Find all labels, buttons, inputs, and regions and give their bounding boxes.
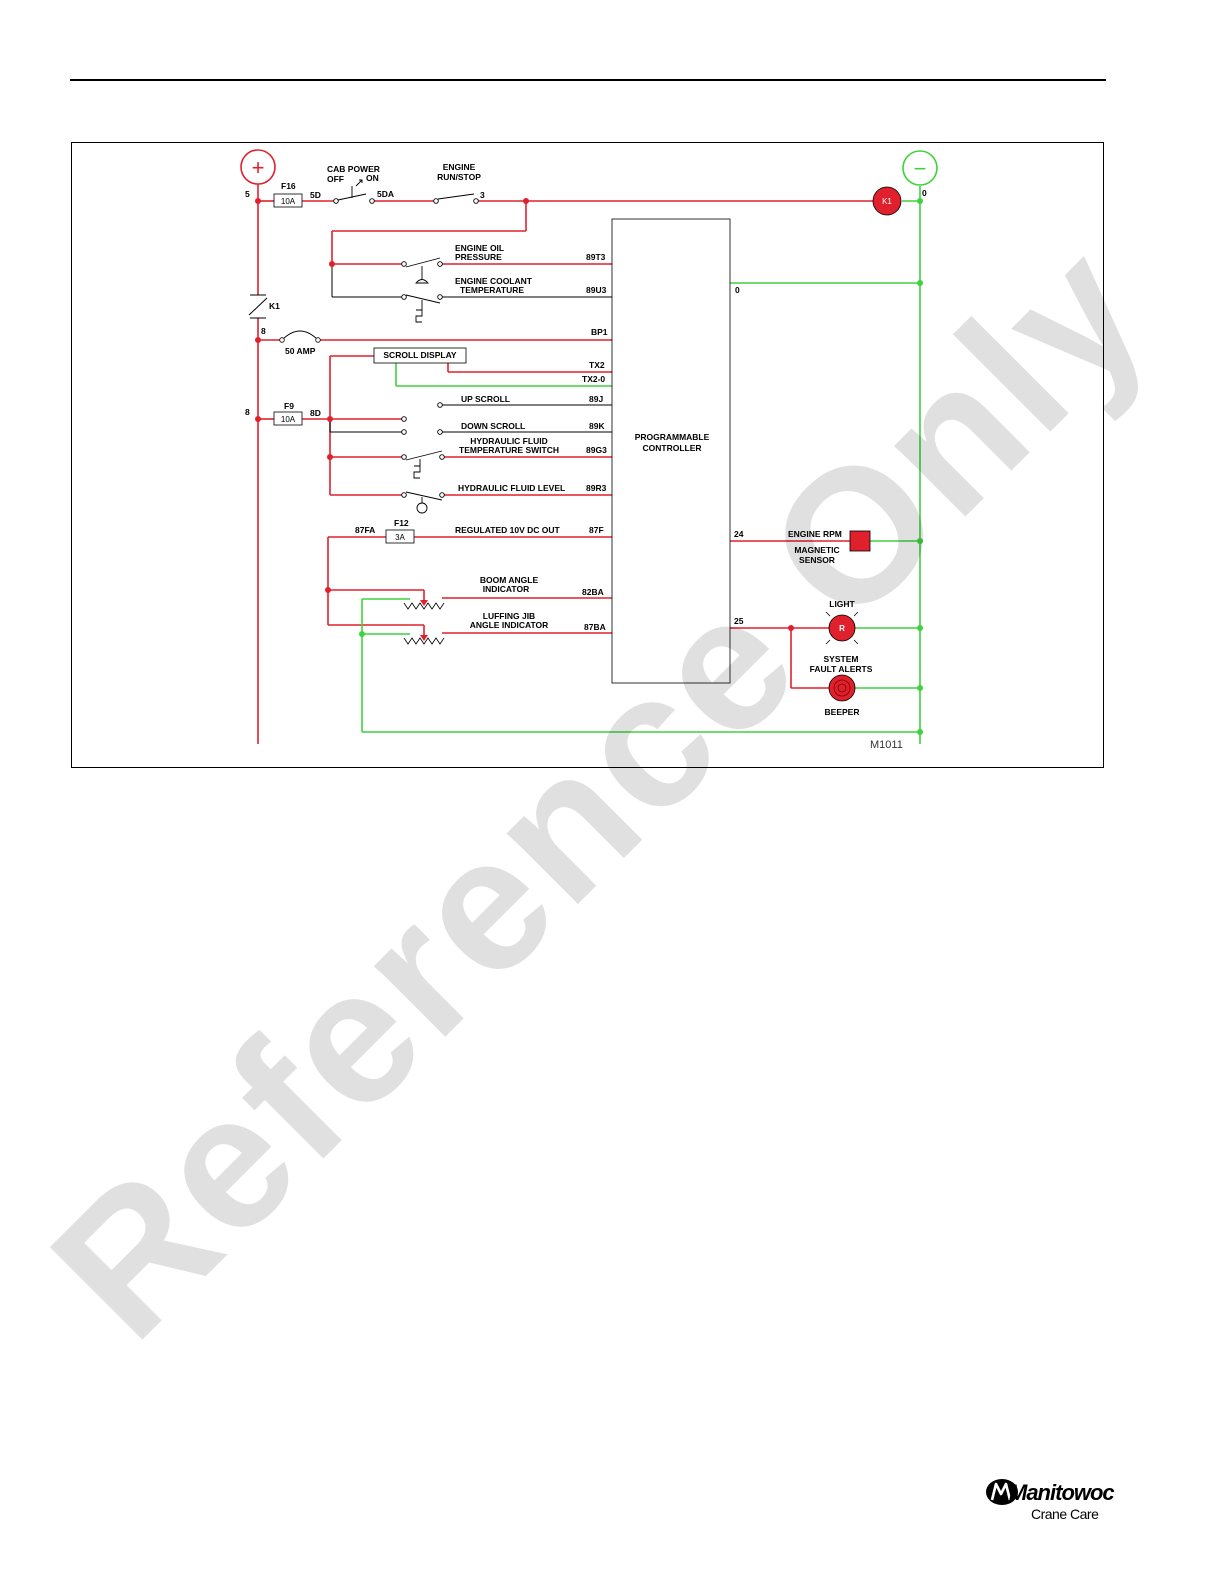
header-rule [70,79,1106,81]
k1-coil-label: K1 [882,197,892,206]
bp1-label: BP1 [591,327,608,337]
wire-24-label: 24 [734,529,744,539]
figure-id: M1011 [870,739,903,751]
oil-pressure-label-2: PRESSURE [455,252,502,262]
magnetic-label: MAGNETIC [794,545,839,555]
scroll-display-label: SCROLL DISPLAY [383,350,457,360]
k1-contact-icon [248,294,268,319]
negative-symbol: − [914,156,927,181]
hyd-temp-label-2: TEMPERATURE SWITCH [459,445,559,455]
scroll-display-box [373,347,467,364]
boom-angle-label-2: INDICATOR [483,584,529,594]
fuse-f9-name: F9 [284,401,294,411]
beeper-label: BEEPER [825,707,860,717]
hyd-level-label: HYDRAULIC FLUID LEVEL [458,483,565,493]
wire-5d-label: 5D [310,190,321,200]
system-label: SYSTEM [824,654,859,664]
up-wire-label: 89J [589,394,603,404]
engine-label: ENGINE [443,162,476,172]
hyd-level-wire-label: 89R3 [586,483,607,493]
positive-supply-icon [240,149,276,185]
ground-supply-icon [902,150,938,186]
beeper-icon [828,674,856,702]
light-letter: R [839,624,845,633]
schematic-labels: 5 F16 10A 5D CAB POWER OFF ON 5DA ENGINE… [245,162,927,751]
controller-label-1: PROGRAMMABLE [635,432,710,442]
wire-0-top-label: 0 [922,188,927,198]
programmable-controller [611,218,731,684]
warning-light-icon [825,611,859,645]
junction-dots [255,198,923,735]
down-wire-label: 89K [589,421,605,431]
tx20-label: TX2-0 [582,374,605,384]
k1-coil-icon [872,186,902,216]
hyd-temp-wire-label: 89G3 [586,445,607,455]
breaker-50amp-icon [281,330,319,341]
fuse-f16-rating: 10A [281,197,296,206]
manitowoc-logo: Manitowoc Crane Care [985,1478,1115,1526]
fuse-f9-rating: 10A [281,415,296,424]
cab-on-label: ON [366,173,379,183]
fault-alerts-label: FAULT ALERTS [810,664,873,674]
controller-label-2: CONTROLLER [642,443,701,453]
logo-mark-icon [986,1479,1018,1505]
logo-sub: Crane Care [1031,1506,1099,1522]
k1-contact-label: K1 [269,301,280,311]
up-scroll-label: UP SCROLL [461,394,510,404]
coolant-wire-label: 89U3 [586,285,607,295]
wire-8-lower-label: 8 [245,407,250,417]
fuse-f9-icon [273,411,303,426]
jib-angle-label-1: LUFFING JIB [483,611,535,621]
logo-name: Manitowoc [1009,1480,1115,1505]
wire-8d-label: 8D [310,408,321,418]
switch-symbols [333,179,479,514]
light-label: LIGHT [829,599,855,609]
engine-rpm-label: ENGINE RPM [788,529,842,539]
tx2-label: TX2 [589,360,605,370]
down-scroll-label: DOWN SCROLL [461,421,525,431]
coolant-label-2: TEMPERATURE [460,285,524,295]
reg-wire-label: 87F [589,525,604,535]
run-stop-label: RUN/STOP [437,172,481,182]
wire-0-ctrl-label: 0 [735,285,740,295]
jib-angle-label-2: ANGLE INDICATOR [470,620,549,630]
wire-5-label: 5 [245,189,250,199]
cab-off-label: OFF [327,174,344,184]
wire-3-label: 3 [480,190,485,200]
fuse-f12-icon [385,529,415,544]
signal-wiring [329,264,612,433]
power-wiring [257,183,874,744]
coolant-label-1: ENGINE COOLANT [455,276,533,286]
boom-wire-label: 82BA [582,587,604,597]
wire-8-upper-label: 8 [261,326,266,336]
fuse-f12-name: F12 [394,518,409,528]
oil-pressure-label-1: ENGINE OIL [455,243,504,253]
regulated-out-label: REGULATED 10V DC OUT [455,525,560,535]
wire-25-label: 25 [734,616,744,626]
magnetic-sensor-icon [849,530,871,552]
sensor-label: SENSOR [799,555,835,565]
potentiometer-icons [403,600,445,645]
cab-power-label: CAB POWER [327,164,380,174]
wire-87fa-label: 87FA [355,525,375,535]
fuse-f16-name: F16 [281,181,296,191]
jib-wire-label: 87BA [584,622,606,632]
fuse-f16-icon [273,193,303,208]
hyd-temp-label-1: HYDRAULIC FLUID [470,436,547,446]
fuse-f12-rating: 3A [395,533,405,542]
diagram-frame [71,142,1104,768]
wire-5da-label: 5DA [377,189,394,199]
boom-angle-label-1: BOOM ANGLE [480,575,539,585]
amp50-label: 50 AMP [285,346,316,356]
positive-symbol: + [252,155,265,180]
ground-wiring [361,186,921,744]
oil-wire-label: 89T3 [586,252,606,262]
